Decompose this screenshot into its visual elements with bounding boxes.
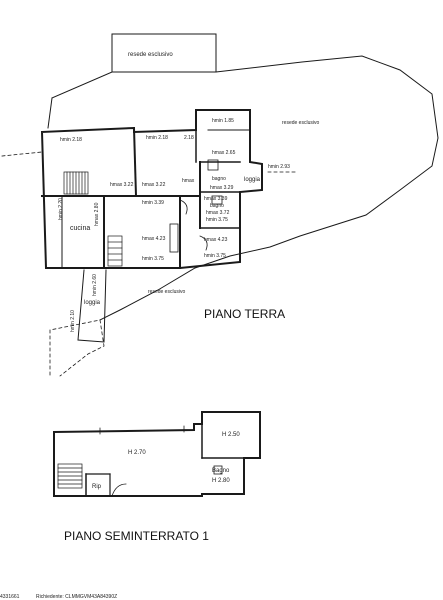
piano-seminterrato-plan [52, 411, 261, 497]
building-outline [40, 109, 263, 269]
bagno-label: bagno [210, 203, 224, 209]
height-label: hmax 3.22 [110, 182, 134, 188]
door-arc [199, 235, 208, 251]
piano-terra-plan [1, 33, 439, 377]
cucina-label: cucina [70, 225, 90, 232]
height-label-vertical: hmax 2.80 [94, 202, 100, 226]
height-label: H 2.50 [222, 432, 240, 438]
height-label: hmin 1.85 [212, 118, 234, 124]
stairs-seminterrato [57, 463, 83, 489]
fixture-box [207, 159, 219, 171]
footer-id: 4331661 [0, 594, 20, 600]
fixture-box [169, 223, 179, 253]
stairs-terra [63, 171, 123, 267]
door-arc [179, 199, 188, 215]
height-label-vertical: hmin 2.10 [70, 310, 76, 332]
height-label-vertical: hmin 2.20 [58, 198, 64, 220]
piano-seminterrato-title: PIANO SEMINTERRATO 1 [64, 529, 209, 543]
height-label: hmin 2.18 [146, 135, 168, 141]
height-label: H 2.80 [212, 478, 230, 484]
height-label: H 2.70 [128, 450, 146, 456]
height-label: hmin 3.75 [142, 256, 164, 262]
height-label: hmax 3.39 [204, 196, 228, 202]
fixture-box [213, 465, 223, 475]
height-label: hmax 2.65 [212, 150, 236, 156]
height-label: hmin 3.39 [142, 200, 164, 206]
loggia-left-outline [77, 269, 107, 343]
height-label: hmax 3.72 [206, 210, 230, 216]
dashed-boundary-bottom [49, 319, 105, 377]
seminterrato-outline [52, 411, 261, 497]
height-label: 2.18 [184, 135, 194, 141]
height-label: hmin 3.75 [206, 217, 228, 223]
height-label: hmax 3.29 [210, 185, 234, 191]
loggia-left-label: loggia [84, 300, 101, 306]
door-arc [111, 483, 127, 497]
resede-left-edge [47, 97, 53, 129]
height-label: hmax 4.23 [142, 236, 166, 242]
height-label: hmax 3.22 [142, 182, 166, 188]
height-label: hmin 2.93 [268, 164, 290, 170]
height-label: hmax 4.23 [204, 237, 228, 243]
bagno-label: Bagno [212, 468, 230, 474]
piano-terra-title: PIANO TERRA [204, 307, 285, 321]
loggia-right-label: loggia [244, 177, 261, 183]
resede-right-label: resede esclusivo [282, 120, 319, 126]
height-label: hmax [182, 178, 195, 184]
height-label: hmin 2.18 [60, 137, 82, 143]
ripostiglio-label: Rip [92, 484, 102, 490]
resede-outer-boundary [51, 55, 439, 321]
resede-top-label: resede esclusivo [128, 52, 173, 58]
height-label-vertical: hmin 2.60 [92, 274, 98, 296]
dashed-boundary-left [1, 151, 43, 157]
footer-richiedente: Richiedente: CLMMGVM43A84390Z [36, 594, 117, 600]
resede-bottom-label: resede esclusivo [148, 289, 185, 295]
wall [132, 126, 138, 198]
bagno-label: bagno [212, 176, 226, 182]
height-label: hmin 3.75 [204, 253, 226, 259]
fixture-box [211, 195, 223, 205]
